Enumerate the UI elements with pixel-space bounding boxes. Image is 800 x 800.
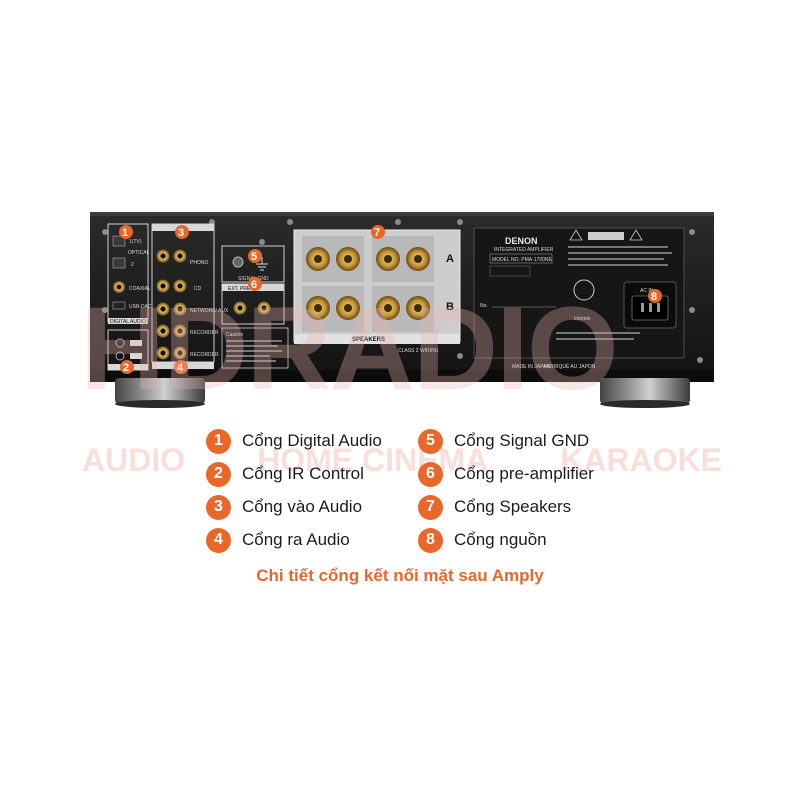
legend-label: Cổng ra Audio — [242, 530, 350, 549]
callout-2: 2 — [120, 360, 134, 374]
legend-label: Cổng vào Audio — [242, 497, 363, 516]
legend-item: 1 Cổng Digital Audio — [206, 428, 382, 454]
callout-4: 4 — [174, 360, 188, 374]
svg-text:5: 5 — [251, 251, 257, 263]
phono-label: PHONO — [190, 260, 208, 266]
svg-text:3: 3 — [178, 227, 184, 239]
callout-6: 6 — [248, 277, 262, 291]
caption: Chi tiết cổng kết nối mặt sau Amply — [256, 566, 544, 585]
legend-item: 6 Cổng pre-amplifier — [418, 461, 594, 487]
legend-number-badge: 1 — [206, 428, 231, 454]
recorder-in-label: RECORDER — [190, 330, 219, 336]
legend-number-badge: 6 — [418, 461, 443, 487]
legend-item: 8 Cổng nguồn — [418, 527, 547, 553]
legend-number-badge: 5 — [418, 428, 443, 454]
legend-label: Cổng Speakers — [454, 497, 572, 516]
legend-item: 4 Cổng ra Audio — [206, 527, 350, 553]
legend-label: Cổng Signal GND — [454, 431, 590, 450]
legend-label: Cổng IR Control — [242, 464, 364, 483]
svg-text:2: 2 — [123, 362, 129, 374]
caution-label: Caution — [226, 332, 243, 338]
subtitle-label: INTEGRATED AMPLIFIER — [494, 247, 554, 253]
right-foot — [600, 378, 690, 408]
brand-label: DENON — [505, 236, 538, 246]
watermark-word-audio: AUDIO — [82, 442, 186, 478]
made-in-label: MADE IN JAPAN — [512, 364, 550, 370]
callout-1: 1 — [119, 225, 133, 239]
amplifier-rear-photo: 1(TV) OPTICAL 2 COAXIAL USB-DAC DIGITAL … — [90, 212, 714, 408]
usb-dac-label: USB-DAC — [129, 304, 152, 310]
serial-no-label: No. — [480, 303, 488, 309]
speakers-label: SPEAKERS — [352, 337, 385, 343]
opt1-label: 1(TV) — [129, 239, 142, 245]
legend-item: 3 Cổng vào Audio — [206, 494, 362, 520]
legend-number-badge: 4 — [206, 527, 231, 553]
network-label: NETWORK/ AUX — [190, 308, 229, 314]
legend-number-badge: 2 — [206, 461, 231, 487]
callout-3: 3 — [175, 225, 189, 239]
legend-label: Cổng pre-amplifier — [454, 464, 594, 483]
callout-7: 7 — [371, 225, 385, 239]
svg-text:6: 6 — [251, 279, 257, 291]
legend-number-badge: 8 — [418, 527, 443, 553]
digital-audio-section: 1(TV) OPTICAL 2 COAXIAL USB-DAC DIGITAL … — [107, 223, 153, 325]
digital-audio-in-label: DIGITAL AUDIO IN — [110, 319, 153, 325]
callout-5: 5 — [248, 249, 262, 263]
legend-item: 5 Cổng Signal GND — [418, 428, 589, 454]
legend-number-badge: 3 — [206, 494, 231, 520]
legend-item: 2 Cổng IR Control — [206, 461, 364, 487]
left-foot — [115, 378, 205, 408]
recorder-out-label: RECORDER — [190, 352, 219, 358]
speaker-a-label: A — [446, 253, 454, 265]
speaker-b-label: B — [446, 301, 454, 313]
port-legend: 1 Cổng Digital Audio 2 Cổng IR Control 3… — [206, 428, 626, 558]
ac-inlet: AC IN — [623, 281, 677, 329]
coaxial-label: COAXIAL — [129, 286, 151, 292]
class2-label: CLASS 2 WIRING — [398, 348, 439, 354]
ac-in-label: AC IN — [640, 288, 654, 294]
svg-text:8: 8 — [651, 291, 657, 303]
model-label: MODEL NO. PMA-1700NE — [492, 257, 552, 263]
svg-text:4: 4 — [177, 362, 184, 374]
ext-pre-label: EXT. PRE — [228, 286, 251, 292]
fabrique-label: FABRIQUÉ AU JAPON — [544, 363, 596, 370]
speaker-terminals: A B SPEAKERS CLASS 2 WIRING — [293, 229, 461, 354]
cd-label: CD — [194, 286, 202, 292]
svg-text:1: 1 — [122, 227, 128, 239]
intertek-label: Intertek — [574, 316, 591, 322]
optical-label: OPTICAL — [128, 250, 150, 256]
callout-8: 8 — [648, 289, 662, 303]
opt2-label: 2 — [131, 262, 134, 268]
caution-box: Caution — [221, 327, 289, 369]
legend-item: 7 Cổng Speakers — [418, 494, 571, 520]
svg-text:7: 7 — [374, 227, 380, 239]
legend-number-badge: 7 — [418, 494, 443, 520]
legend-label: Cổng Digital Audio — [242, 431, 382, 450]
legend-label: Cổng nguồn — [454, 530, 547, 549]
